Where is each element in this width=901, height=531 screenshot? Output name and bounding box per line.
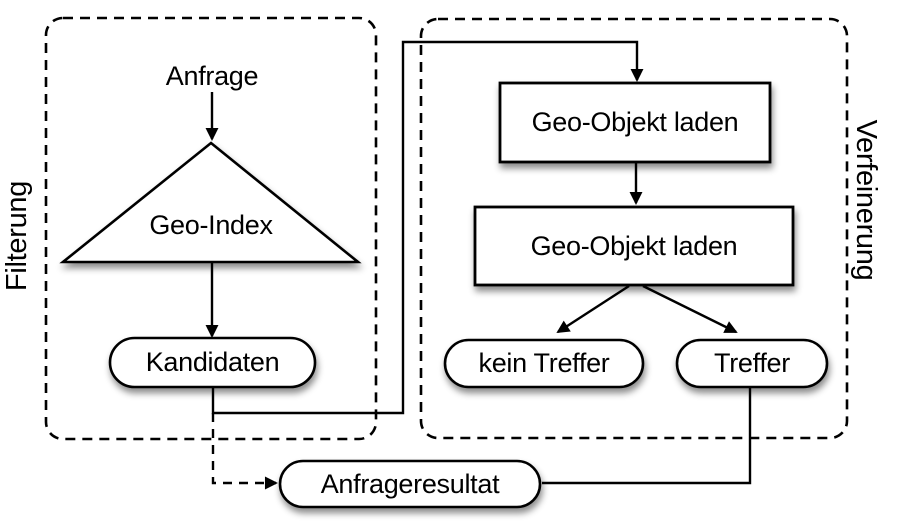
refinement-section-box — [419, 17, 849, 440]
node-treffer-pill — [675, 338, 829, 389]
edge-kandidaten-to-load1 — [211, 40, 644, 415]
node-geo-index-label: Geo-Index — [149, 209, 273, 240]
node-load-object-1-label: Geo-Objekt laden — [531, 107, 739, 137]
node-load-object-2-label: Geo-Objekt laden — [530, 230, 738, 261]
node-anfrage-label: Anfrage — [165, 60, 259, 91]
node-kein-treffer-label: kein Treffer — [478, 348, 610, 378]
edge-load2-to-treffer — [642, 284, 738, 334]
filtering-section-label: Filterung — [0, 180, 33, 292]
edge-treffer-to-anfrageresultat — [542, 387, 752, 485]
node-kandidaten-pill — [108, 336, 317, 389]
node-treffer-label: Treffer — [714, 348, 790, 378]
node-load-object-2-box — [473, 205, 795, 287]
node-geo-index-triangle — [59, 141, 362, 264]
node-anfrageresultat-pill — [278, 459, 542, 509]
edge-kandidaten-to-anfrageresultat-dashed — [211, 413, 278, 490]
node-load-object-1-box — [498, 81, 772, 164]
node-kein-treffer-pill — [443, 338, 645, 389]
node-anfrageresultat-label: Anfrageresultat — [320, 468, 500, 499]
node-kandidaten-label: Kandidaten — [145, 347, 280, 377]
edge-load2-to-keintreffer — [556, 284, 630, 334]
filtering-section-box — [44, 16, 378, 441]
refinement-section-label: Verfeinerung — [850, 119, 883, 281]
